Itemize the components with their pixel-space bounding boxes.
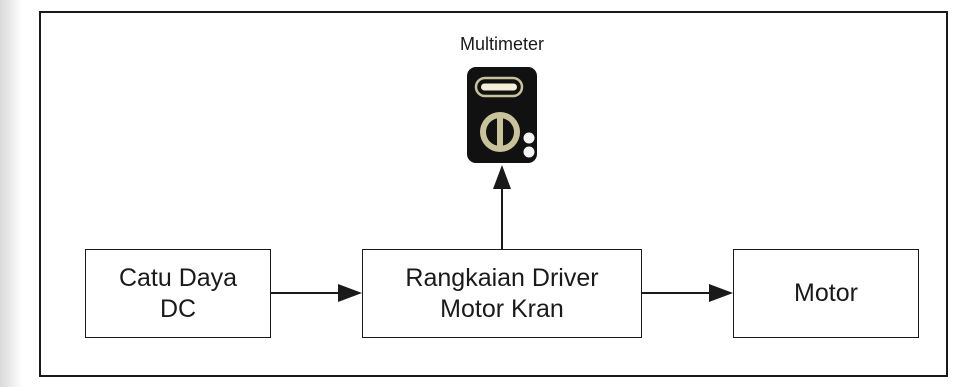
- arrow-power-to-driver: [270, 284, 362, 302]
- arrow-driver-to-motor: [642, 284, 733, 302]
- driver-label-line2: Motor Kran: [440, 294, 564, 323]
- arrow-driver-to-multimeter: [493, 165, 511, 249]
- driver-label-line1: Rangkaian Driver: [405, 263, 599, 292]
- power-supply-label-line2: DC: [159, 294, 197, 323]
- driver-circuit-box: Rangkaian Driver Motor Kran: [362, 249, 642, 338]
- multimeter-label: Multimeter: [459, 34, 544, 54]
- motor-label: Motor: [794, 279, 858, 307]
- multimeter-icon: [467, 67, 537, 163]
- power-supply-label-line1: Catu Daya: [118, 263, 238, 292]
- left-edge-shading: [0, 0, 22, 387]
- power-supply-box: Catu Daya DC: [85, 249, 271, 338]
- motor-box: Motor: [733, 249, 919, 338]
